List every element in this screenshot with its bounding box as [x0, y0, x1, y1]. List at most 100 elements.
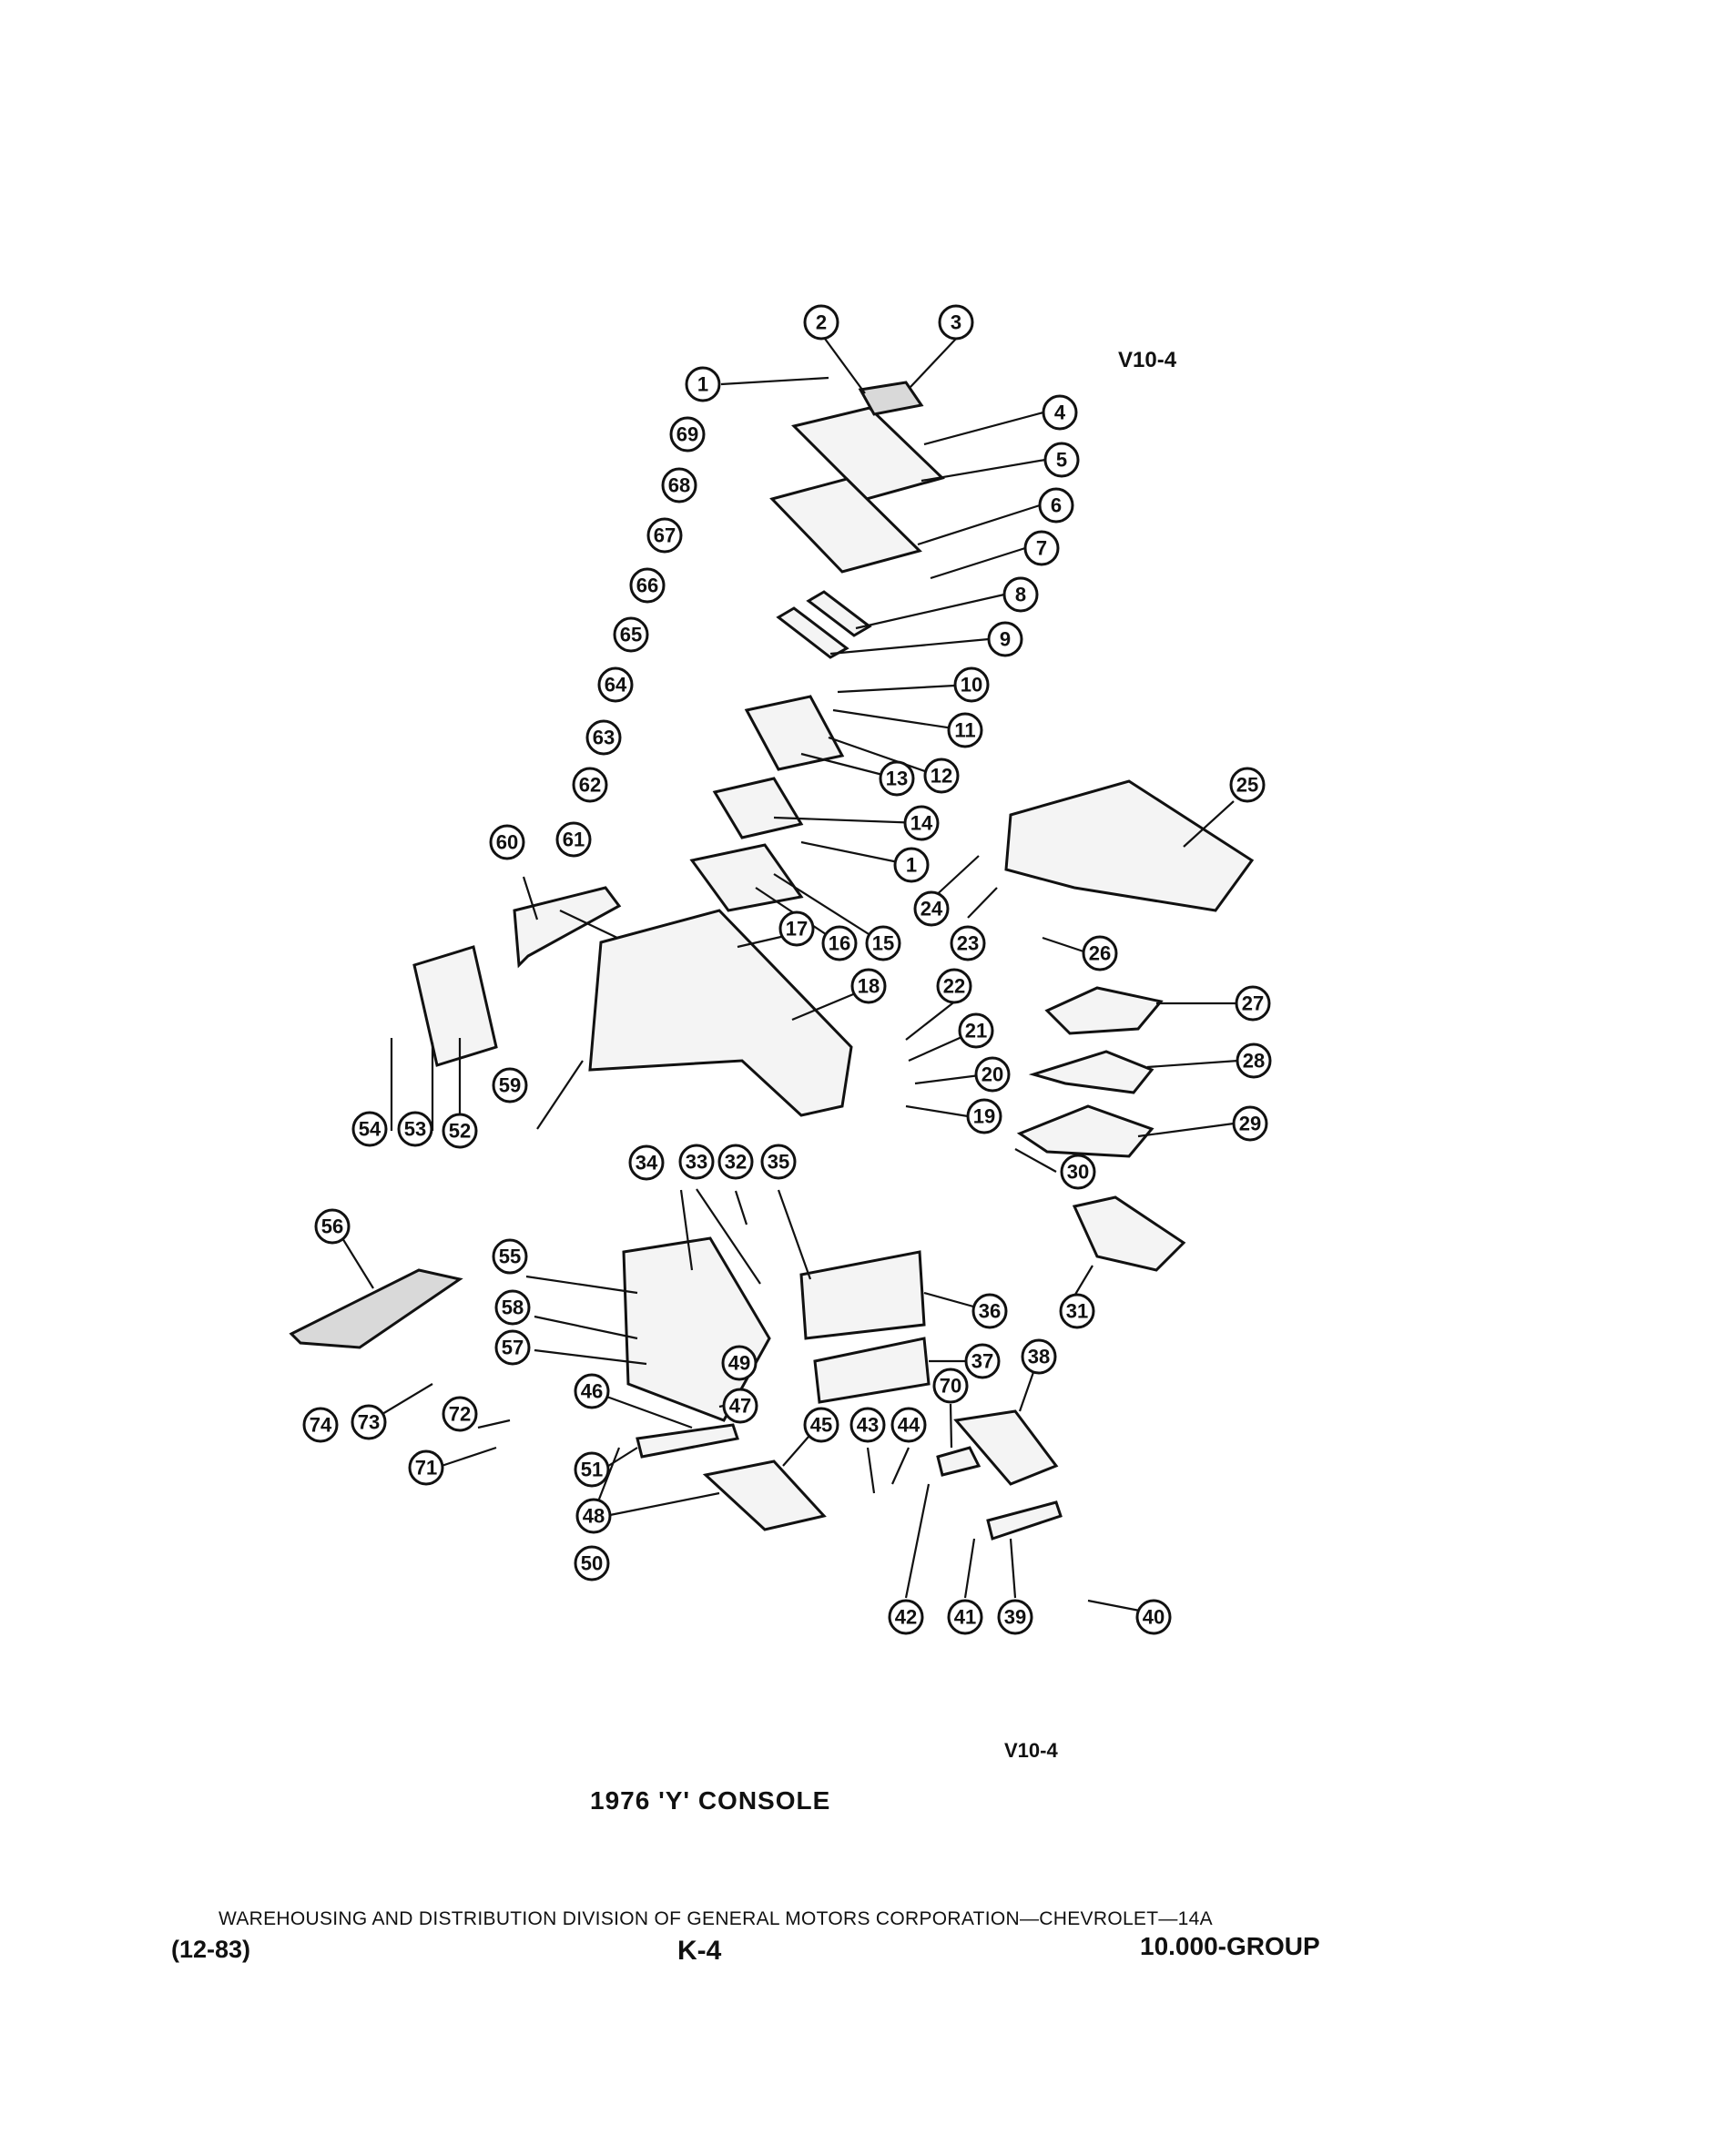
- callout-31: 31: [1059, 1293, 1095, 1329]
- callout-25: 25: [1229, 767, 1266, 803]
- callout-56: 56: [314, 1208, 351, 1245]
- callout-36: 36: [971, 1293, 1008, 1329]
- svg-text:6: 6: [1051, 494, 1062, 517]
- callout-42: 42: [888, 1599, 924, 1635]
- callout-68: 68: [661, 467, 697, 503]
- part-lower-panel: [813, 1337, 931, 1404]
- part-cap: [858, 381, 924, 416]
- svg-text:51: 51: [581, 1459, 603, 1481]
- callout-64: 64: [597, 666, 634, 703]
- svg-text:26: 26: [1089, 942, 1111, 965]
- part-strip-upper: [806, 590, 872, 637]
- part-control-base: [702, 1459, 827, 1531]
- callout-2: 2: [803, 304, 839, 341]
- svg-text:47: 47: [729, 1395, 751, 1418]
- callout-19: 19: [966, 1098, 1002, 1134]
- part-strip-lower: [776, 606, 849, 659]
- callout-32: 32: [717, 1144, 754, 1180]
- svg-text:9: 9: [1000, 628, 1011, 651]
- svg-text:48: 48: [583, 1505, 605, 1528]
- svg-text:56: 56: [321, 1215, 343, 1238]
- callout-74: 74: [302, 1407, 339, 1443]
- svg-text:19: 19: [973, 1105, 995, 1128]
- part-shapes: [289, 381, 1255, 1541]
- part-side-panel: [412, 945, 498, 1067]
- svg-text:30: 30: [1067, 1161, 1089, 1184]
- callout-23: 23: [950, 925, 986, 961]
- callout-13: 13: [879, 760, 915, 797]
- callout-15: 15: [865, 925, 901, 961]
- part-trim-27: [1044, 986, 1164, 1035]
- part-lower-right-38: [953, 1409, 1059, 1486]
- svg-text:18: 18: [858, 975, 880, 998]
- callout-65: 65: [613, 616, 649, 653]
- callout-43: 43: [849, 1407, 886, 1443]
- callout-1-top: 1: [685, 366, 721, 402]
- svg-text:23: 23: [957, 932, 979, 955]
- callout-11: 11: [947, 712, 983, 748]
- callout-39: 39: [997, 1599, 1033, 1635]
- part-lower-front: [799, 1250, 926, 1340]
- svg-text:42: 42: [895, 1606, 917, 1629]
- svg-text:35: 35: [768, 1151, 789, 1174]
- svg-text:70: 70: [940, 1375, 961, 1398]
- svg-text:3: 3: [951, 311, 961, 334]
- part-lower-right-39: [986, 1500, 1063, 1541]
- callout-58: 58: [494, 1289, 531, 1326]
- svg-text:71: 71: [415, 1457, 437, 1480]
- footer-page-code: K-4: [677, 1936, 722, 1966]
- svg-text:41: 41: [954, 1606, 976, 1629]
- svg-text:34: 34: [636, 1152, 658, 1175]
- callout-8: 8: [1002, 576, 1039, 613]
- callout-21: 21: [958, 1012, 994, 1049]
- callout-59: 59: [492, 1067, 528, 1103]
- callout-34: 34: [628, 1144, 665, 1181]
- svg-text:27: 27: [1242, 992, 1264, 1015]
- svg-text:45: 45: [810, 1414, 832, 1437]
- svg-text:67: 67: [654, 524, 676, 547]
- callout-29: 29: [1232, 1105, 1268, 1142]
- svg-text:1: 1: [906, 854, 917, 877]
- callout-41: 41: [947, 1599, 983, 1635]
- callout-69: 69: [669, 416, 706, 453]
- svg-text:37: 37: [971, 1350, 993, 1373]
- callout-49: 49: [721, 1345, 758, 1381]
- callout-30: 30: [1060, 1154, 1096, 1190]
- svg-text:10: 10: [961, 674, 982, 697]
- callout-60: 60: [489, 824, 525, 860]
- callout-35: 35: [760, 1144, 797, 1180]
- svg-text:50: 50: [581, 1552, 603, 1575]
- callout-62: 62: [572, 767, 608, 803]
- svg-text:15: 15: [872, 932, 894, 955]
- callout-66: 66: [629, 567, 666, 604]
- callout-70: 70: [932, 1368, 969, 1404]
- footer-date: (12-83): [171, 1936, 251, 1963]
- callout-61: 61: [555, 821, 592, 858]
- callout-72: 72: [442, 1396, 478, 1432]
- svg-text:69: 69: [676, 423, 698, 446]
- part-second-plate: [769, 477, 922, 574]
- callout-73: 73: [351, 1404, 387, 1440]
- svg-text:14: 14: [910, 812, 933, 835]
- callout-48: 48: [575, 1498, 612, 1534]
- part-shifter-base: [712, 777, 804, 839]
- svg-text:59: 59: [499, 1074, 521, 1097]
- callout-40: 40: [1135, 1599, 1172, 1635]
- svg-text:24: 24: [921, 898, 943, 920]
- svg-text:54: 54: [359, 1118, 381, 1141]
- diagram-code-bottom: V10-4: [1004, 1739, 1058, 1762]
- svg-text:40: 40: [1143, 1606, 1165, 1629]
- callout-57: 57: [494, 1329, 531, 1366]
- part-trim-28: [1028, 1050, 1154, 1094]
- svg-text:53: 53: [404, 1118, 426, 1141]
- callout-38: 38: [1021, 1338, 1057, 1375]
- callout-20: 20: [974, 1056, 1011, 1093]
- callout-51: 51: [574, 1451, 610, 1488]
- callout-14: 14: [903, 805, 940, 841]
- svg-text:16: 16: [829, 932, 850, 955]
- svg-text:22: 22: [943, 975, 965, 998]
- callout-47: 47: [722, 1388, 758, 1424]
- callouts: 1 2 3 4 5 6 7 8 9 10 11 12 13 14 1 15 16…: [302, 304, 1272, 1635]
- svg-text:74: 74: [310, 1414, 332, 1437]
